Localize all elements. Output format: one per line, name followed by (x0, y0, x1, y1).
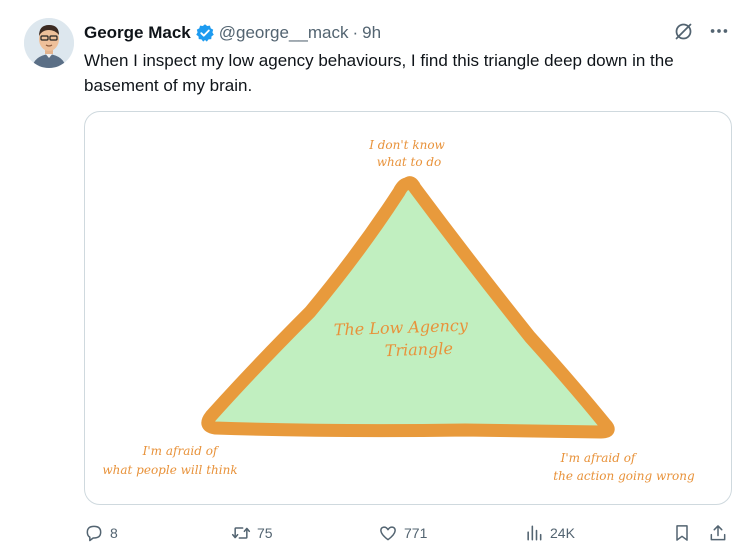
share-upload-icon (710, 525, 726, 541)
center-label-line1: The Low Agency (333, 316, 469, 340)
avatar-portrait-icon (24, 18, 74, 68)
author-name[interactable]: George Mack (84, 23, 191, 42)
like-count: 771 (404, 525, 428, 541)
bar-chart-icon (527, 525, 542, 541)
author-handle[interactable]: @george__mack (218, 23, 349, 42)
retweet-arrows-icon (231, 527, 251, 539)
reply-bubble-icon (86, 525, 102, 542)
bookmark-icon (676, 525, 688, 541)
verified-badge-icon (195, 23, 215, 43)
heart-icon (380, 526, 396, 541)
tweet-top-actions (672, 20, 730, 42)
share-button[interactable] (708, 520, 734, 546)
tweet-text: When I inspect my low agency behaviours,… (84, 51, 674, 95)
like-button[interactable]: 771 (378, 520, 427, 546)
left-label-line1: I'm afraid of (142, 444, 220, 458)
reply-button[interactable]: 8 (84, 520, 118, 546)
slash-circle-icon[interactable] (672, 20, 694, 42)
right-label-line1: I'm afraid of (560, 451, 638, 465)
view-count: 24K (550, 525, 575, 541)
tweet-header: George Mack @george__mack · 9h (84, 22, 381, 44)
views-button[interactable]: 24K (524, 520, 575, 546)
right-label-line2: the action going wrong (553, 469, 695, 483)
center-label-line2: Triangle (384, 339, 453, 360)
separator-dot: · (352, 23, 359, 42)
tweet-media-image[interactable]: The Low Agency Triangle I don't know wha… (84, 111, 732, 505)
top-label-line1: I don't know (368, 138, 445, 152)
bookmark-button[interactable] (672, 520, 698, 546)
left-label-line2: what people will think (102, 463, 237, 477)
triangle-shape (201, 176, 615, 439)
top-label-line2: what to do (377, 155, 442, 169)
retweet-count: 75 (257, 525, 273, 541)
reply-count: 8 (110, 525, 118, 541)
retweet-button[interactable]: 75 (231, 520, 273, 546)
avatar[interactable] (24, 18, 74, 68)
low-agency-triangle-drawing: The Low Agency Triangle I don't know wha… (102, 138, 695, 483)
tweet-timestamp[interactable]: 9h (362, 23, 382, 42)
more-dots-icon[interactable] (708, 20, 730, 42)
tweet-action-bar: 8 75 771 24K (80, 520, 734, 546)
